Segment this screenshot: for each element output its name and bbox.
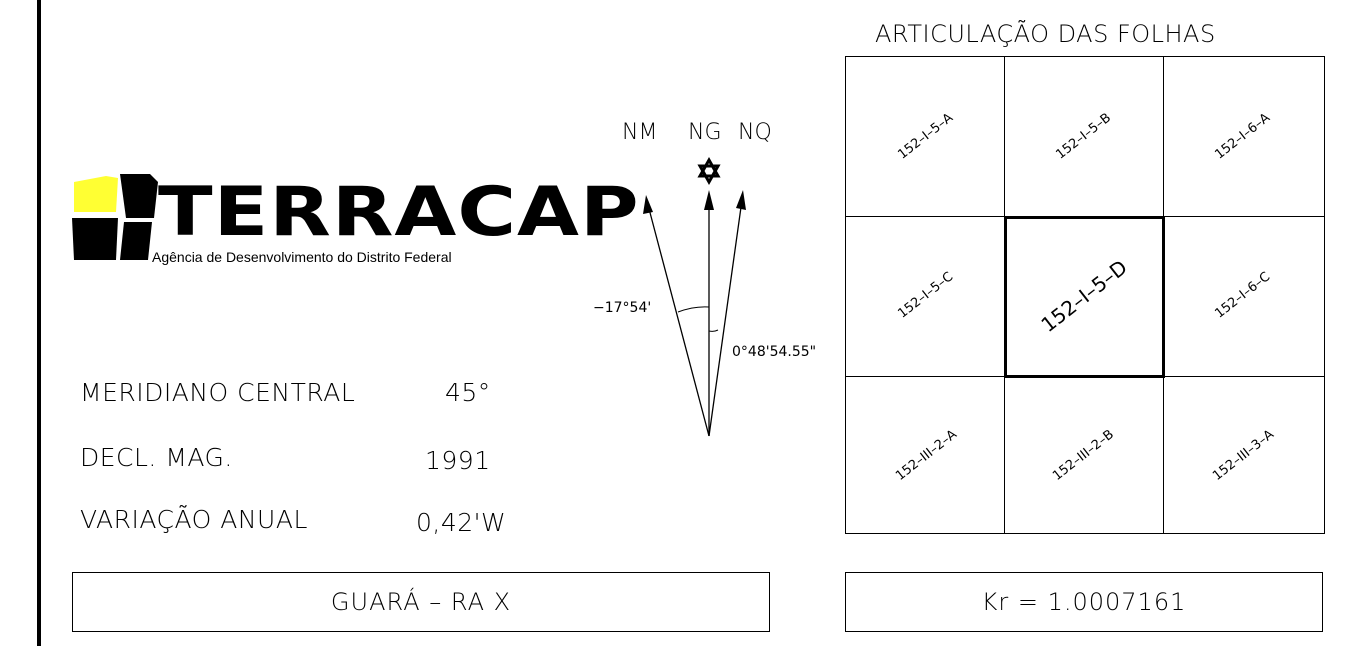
sheet-articulation-grid: 152–I–5–A 152–I–5–B 152–I–6–A 152–I–5–C … [845,56,1325,534]
kr-value: Kr = 1.0007161 [981,588,1187,616]
sheet-cell: 152–I–5–B [1004,57,1164,216]
location-box: GUARÁ – RA X [72,572,770,632]
meridian-value: 45° [445,378,491,407]
nm-arrowhead [643,195,653,214]
sheet-label: 152–I–6–C [1212,269,1274,322]
sheet-label: 152–III–3–A [1209,427,1277,484]
sheet-label: 152–III–2–B [1050,427,1118,484]
north-arrows-diagram [643,156,746,437]
location-label: GUARÁ – RA X [330,588,512,616]
nm-line [647,204,710,437]
declination-angle-label: −17°54' [593,300,652,316]
kr-box: Kr = 1.0007161 [845,572,1323,632]
north-magnetic-label: NM [622,120,658,145]
logo-wordmark: TERRACAP [158,172,640,252]
nq-arrowhead [736,190,746,210]
current-sheet-highlight [1004,216,1165,378]
sheet-label: 152–I–5–A [895,110,957,163]
declination-label: DECL. MAG. [80,443,233,472]
declination-value: 1991 [425,446,491,475]
nq-line [708,199,743,437]
sheet-cell: 152–I–6–A [1163,57,1323,216]
annual-variation-label: VARIAÇÃO ANUAL [80,505,308,534]
sheet-label: 152–I–5–B [1053,110,1115,163]
grid-title: ARTICULAÇÃO DAS FOLHAS [875,20,1216,48]
sheet-label: 152–I–5–C [895,269,957,322]
sheet-cell: 152–III–2–B [1004,376,1164,535]
terracap-logo-icon [72,174,158,260]
north-geographic-label: NG [688,120,722,145]
left-border-rule [37,0,41,646]
sheet-cell: 152–I–5–A [846,57,1006,216]
sheet-label: 152–I–6–A [1212,110,1274,163]
convergence-angle-label: 0°48'54.55" [732,344,817,360]
sheet-cell: 152–III–3–A [1163,376,1323,535]
left-angle-arc [677,306,710,313]
logo-subtitle: Agência de Desenvolvimento do Distrito F… [152,249,452,265]
sheet-label: 152–III–2–A [892,427,960,484]
north-grid-label: NQ [738,120,772,145]
annual-variation-value: 0,42'W [416,508,507,537]
sheet-cell: 152–I–6–C [1163,216,1323,375]
meridian-label: MERIDIANO CENTRAL [80,378,356,407]
sheet-cell: 152–III–2–A [846,376,1006,535]
right-angle-arc [708,329,719,332]
ng-arrowhead [704,190,714,210]
star-of-david-icon [697,156,721,186]
sheet-cell: 152–I–5–C [846,216,1006,375]
